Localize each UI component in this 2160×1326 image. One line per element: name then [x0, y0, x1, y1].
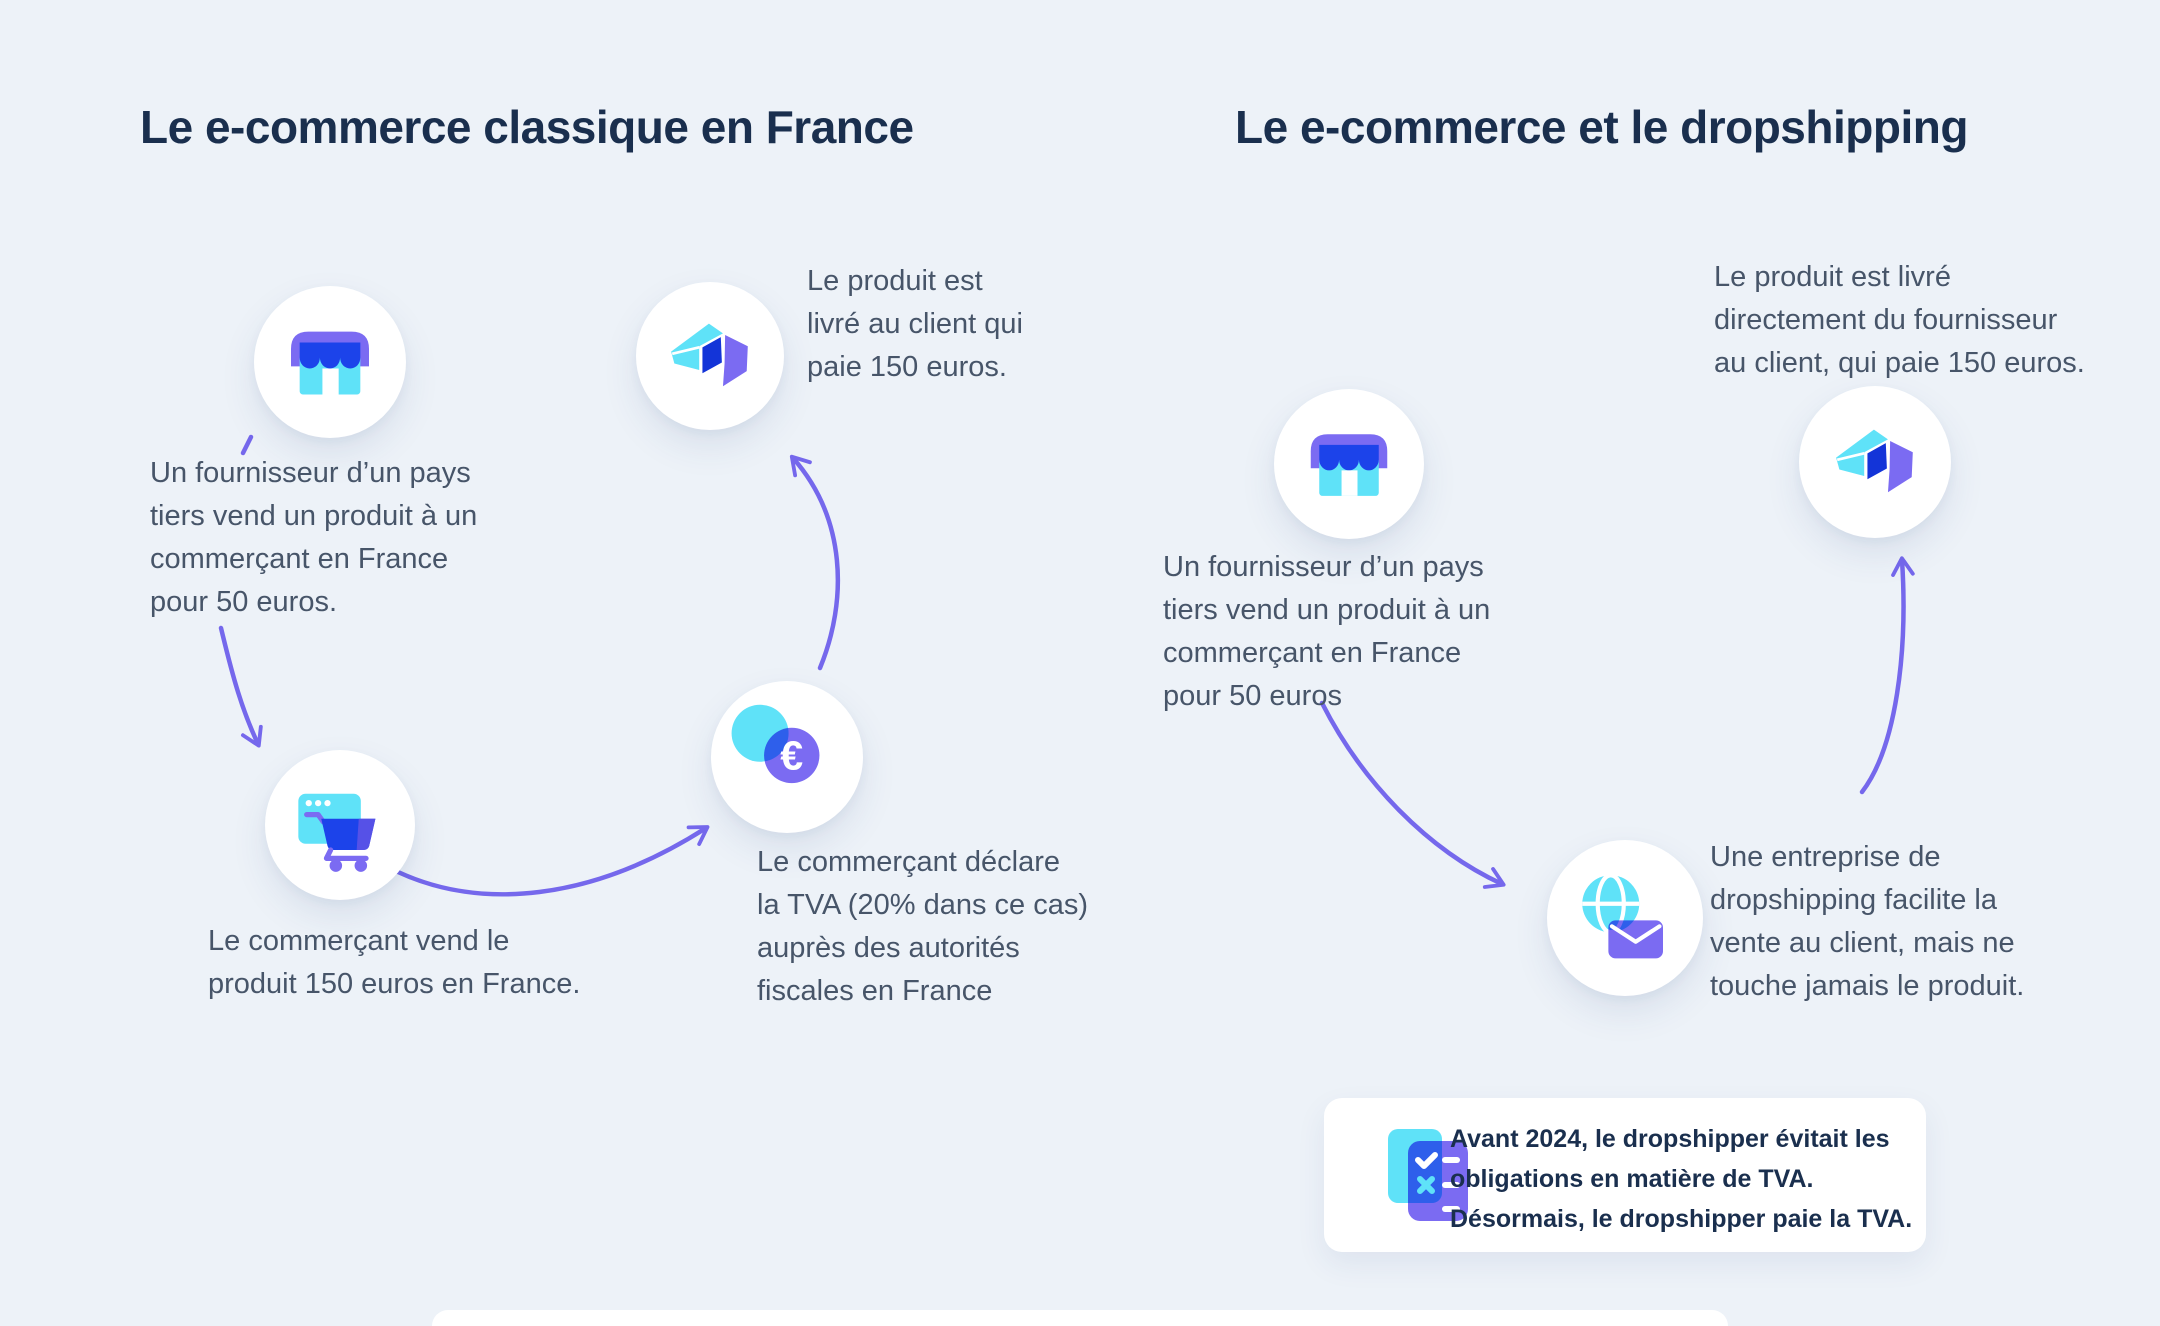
bottom-sheet-edge	[432, 1310, 1728, 1326]
checklist-icon	[1388, 1129, 1468, 1221]
svg-text:€: €	[780, 733, 803, 779]
merchant-text-left: Le commerçant vend le produit 150 euros …	[208, 925, 581, 1000]
delivery-badge-right	[1799, 386, 1951, 538]
arrow-supplier-to-merchant	[218, 625, 263, 748]
storefront-badge-left	[254, 286, 406, 438]
package-icon	[1836, 429, 1913, 493]
delivery-badge-left	[636, 282, 784, 430]
delivery-text-right: Le produit est livré directement du four…	[1714, 261, 2085, 379]
merchant-badge-left	[265, 750, 415, 900]
euro-coin-icon: €	[731, 704, 820, 784]
supplier-text-left: Un fournisseur d’un pays tiers vend un p…	[150, 457, 478, 618]
vat-badge-left: €	[711, 681, 863, 833]
storefront-icon	[1310, 434, 1388, 496]
vat-note-card: Avant 2024, le dropshipper évitait les o…	[1324, 1098, 1926, 1252]
cart-icon	[298, 793, 376, 872]
storefront-badge-right	[1274, 389, 1424, 539]
storefront-icon	[291, 331, 369, 395]
delivery-text-left: Le produit est livré au client qui paie …	[807, 265, 1023, 383]
vat-note-text: Avant 2024, le dropshipper évitait les o…	[1450, 1125, 1913, 1233]
arrow-supplier-to-dropshipper	[1319, 700, 1506, 889]
left-title: Le e-commerce classique en France	[140, 101, 914, 153]
arrow-dropshipper-to-delivery	[1859, 556, 1915, 795]
globe-mail-icon	[1582, 873, 1663, 959]
dropshipper-text: Une entreprise de dropshipping facilite …	[1710, 841, 2025, 1002]
supplier-text-right: Un fournisseur d’un pays tiers vend un p…	[1163, 551, 1491, 712]
package-icon	[671, 323, 748, 387]
right-title: Le e-commerce et le dropshipping	[1235, 101, 1968, 153]
arrow-supplier-stub-left	[240, 434, 254, 456]
vat-text-left: Le commerçant déclare la TVA (20% dans c…	[757, 846, 1088, 1007]
arrow-merchant-to-vat	[395, 825, 710, 897]
dropshipper-badge	[1547, 840, 1703, 996]
arrow-vat-to-delivery	[789, 454, 841, 671]
